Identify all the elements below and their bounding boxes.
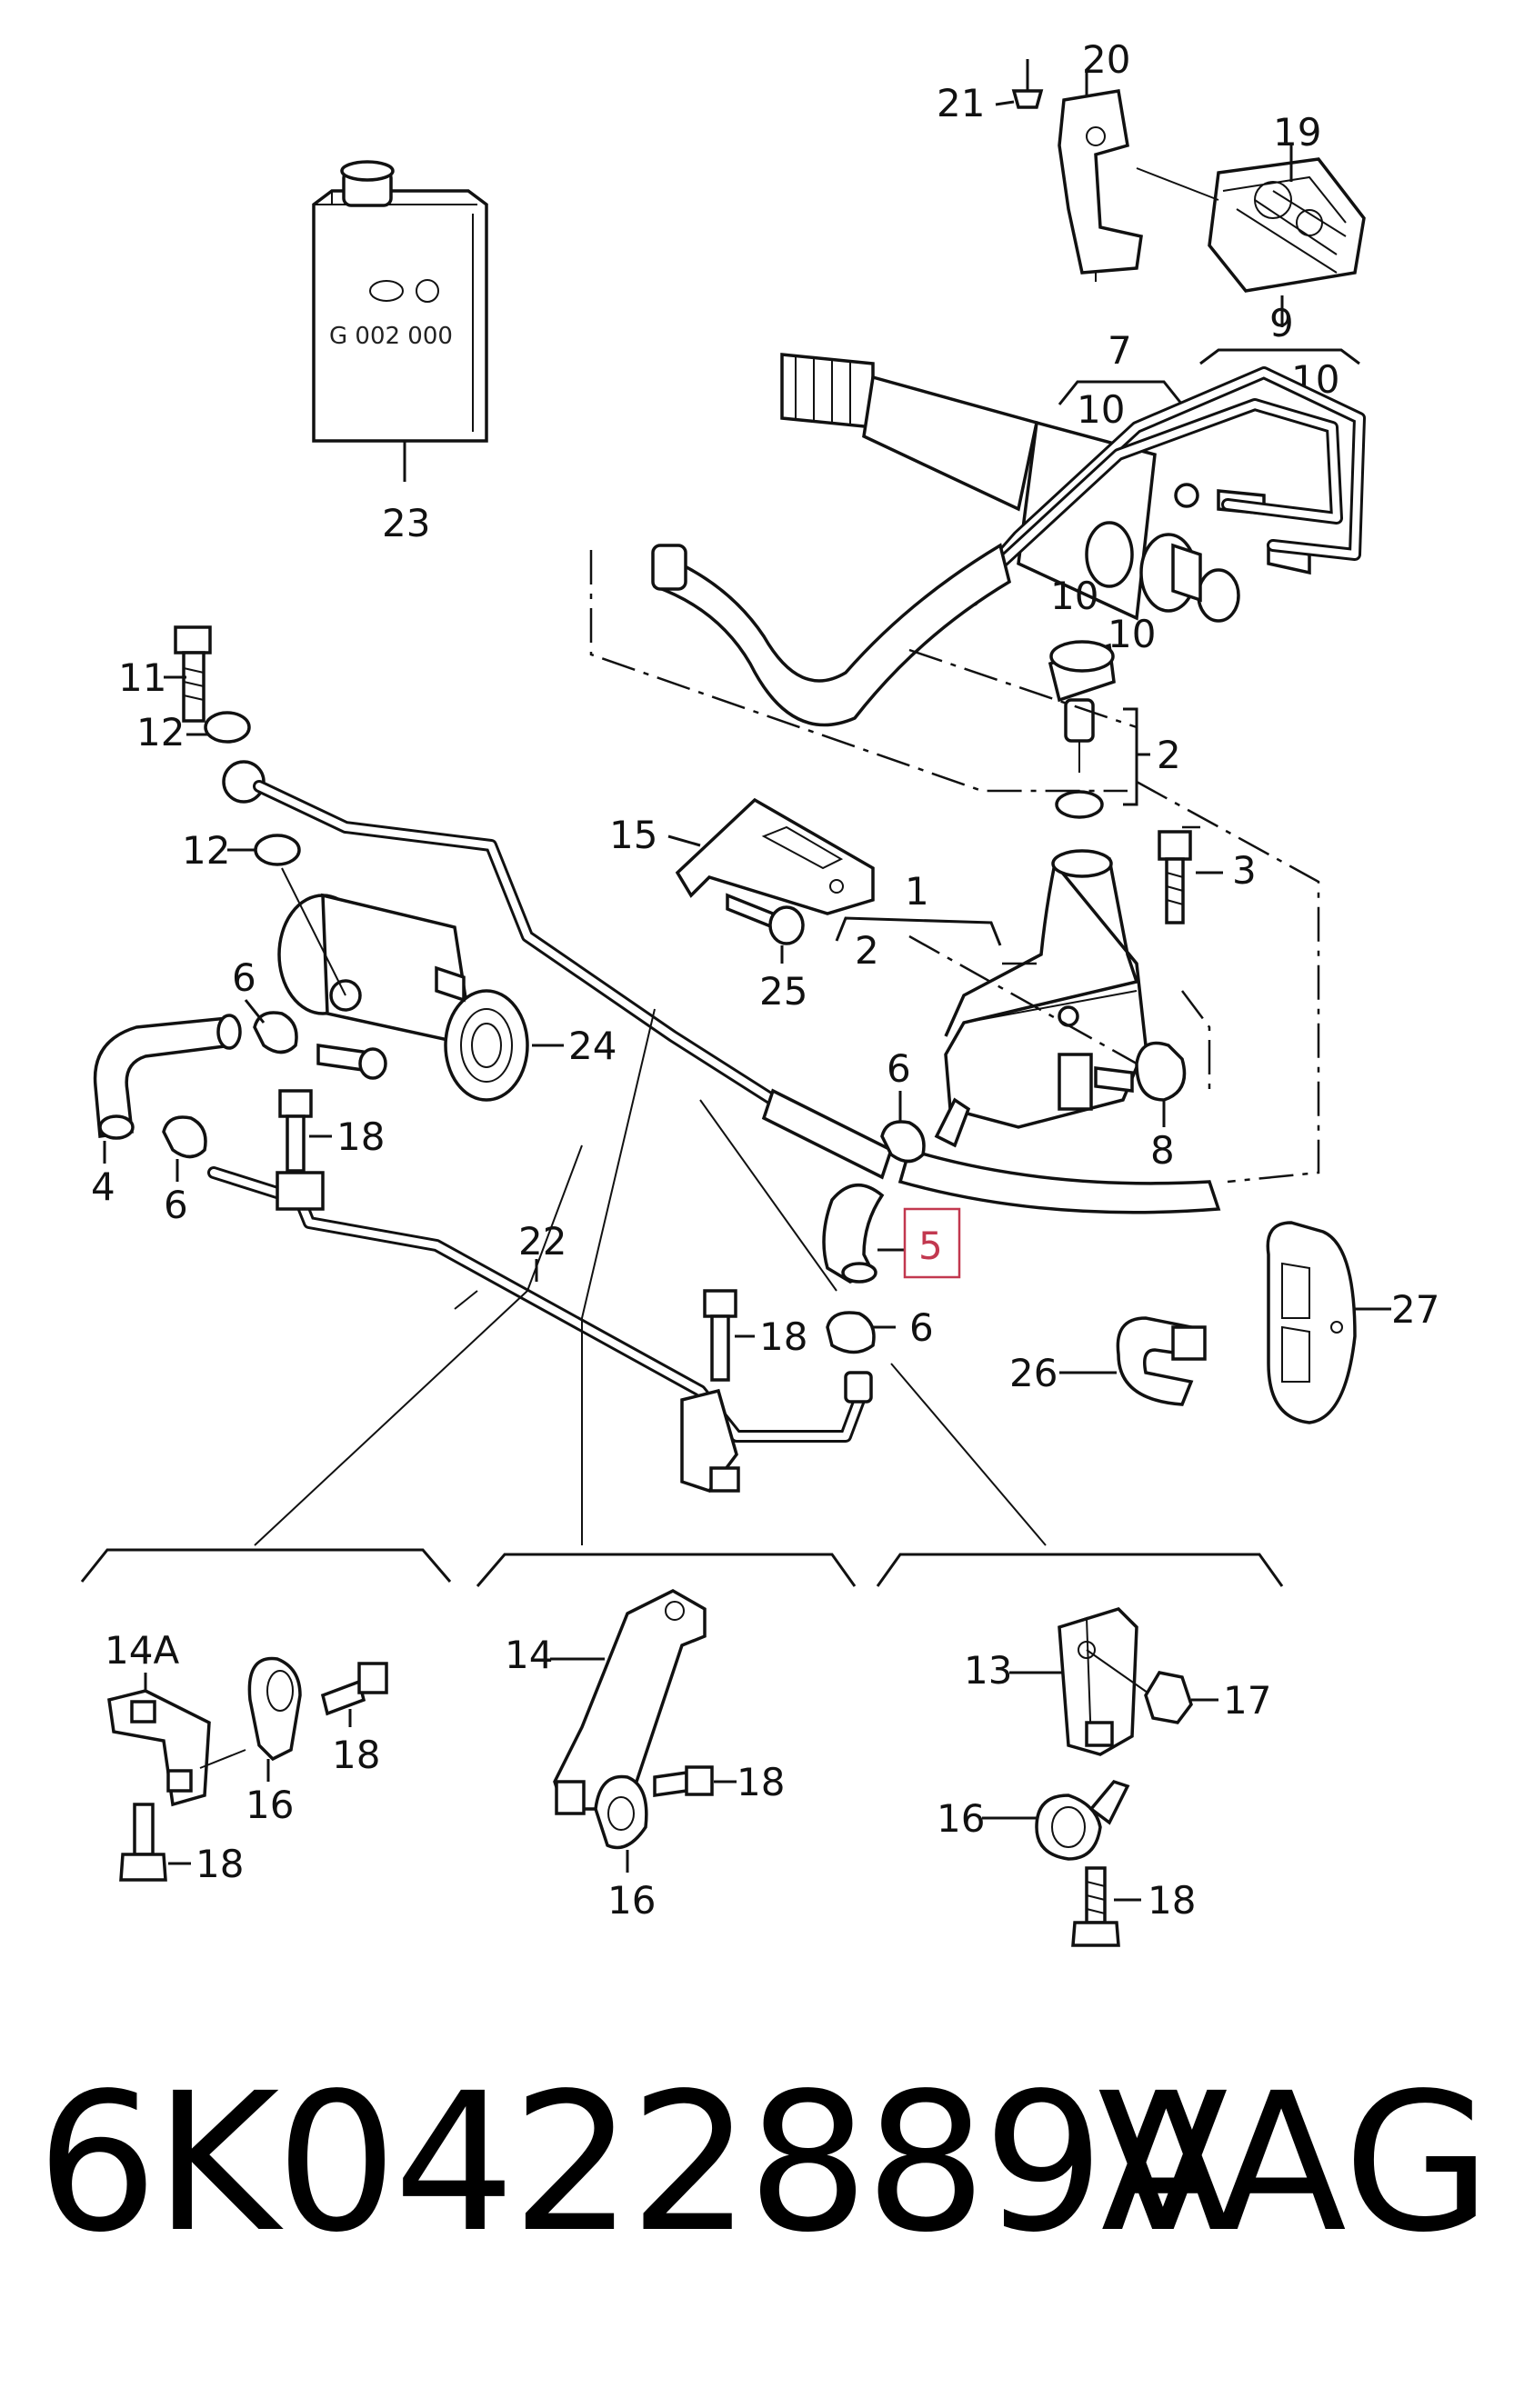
label-2-cap: 2 — [1157, 733, 1181, 777]
clamp-16-right — [1035, 1779, 1130, 1861]
label-18-right: 18 — [1148, 1878, 1196, 1923]
steering-rack — [780, 353, 1311, 623]
label-17: 17 — [1223, 1678, 1271, 1723]
label-18-center: 18 — [759, 1314, 807, 1359]
washer-12-top — [204, 711, 251, 744]
footer: 6K0422889A VAG — [36, 2052, 1491, 2274]
bolt-11 — [174, 625, 212, 723]
bolt-18-left-top — [320, 1662, 388, 1716]
label-26: 26 — [1009, 1351, 1058, 1395]
clamp-16-center — [594, 1774, 648, 1850]
bracket-13 — [1058, 1607, 1138, 1756]
label-18-left-top: 18 — [332, 1733, 380, 1777]
bolt-18-center — [703, 1289, 737, 1382]
nut-17 — [1086, 1649, 1193, 1724]
clip-27 — [1266, 1221, 1357, 1424]
label-16-left: 16 — [246, 1783, 294, 1827]
label-12-top: 12 — [136, 710, 185, 754]
label-1: 1 — [905, 869, 929, 914]
reservoir — [934, 849, 1148, 1148]
label-20: 20 — [1082, 37, 1130, 82]
part-number: 6K0422889A — [36, 2052, 1231, 2274]
label-10-mid-left: 10 — [1050, 574, 1098, 618]
label-11: 11 — [118, 655, 166, 700]
hose-5 — [822, 1183, 885, 1284]
label-21: 21 — [937, 81, 985, 125]
bolt-18-left-bottom — [119, 1803, 167, 1882]
label-19: 19 — [1273, 110, 1321, 155]
label-14: 14 — [505, 1633, 553, 1677]
label-2-reservoir: 2 — [855, 928, 879, 973]
bolt-18-pump — [278, 1089, 313, 1173]
label-4: 4 — [91, 1164, 115, 1209]
label-6-lower-left: 6 — [164, 1183, 188, 1227]
label-3: 3 — [1232, 848, 1257, 893]
clamp-6-upper-left — [253, 1011, 298, 1054]
label-24: 24 — [568, 1024, 617, 1068]
pump-24 — [277, 867, 529, 1102]
label-6-upper-left: 6 — [232, 955, 256, 1000]
label-6-rack: 6 — [887, 1046, 911, 1091]
label-18-center-detail: 18 — [737, 1760, 785, 1804]
clip-26 — [1116, 1316, 1207, 1406]
highlight-box-5 — [903, 1207, 961, 1279]
bolt-18-right — [1071, 1866, 1120, 1947]
label-13: 13 — [964, 1648, 1012, 1693]
clamp-6-lower-center — [826, 1311, 876, 1354]
label-5: 5 — [918, 1224, 943, 1268]
label-9: 9 — [1269, 301, 1294, 345]
label-8: 8 — [1150, 1128, 1175, 1173]
relay-19 — [1136, 145, 1366, 293]
bracket-15 — [675, 797, 875, 915]
label-25: 25 — [759, 969, 807, 1014]
label-10-top-center: 10 — [1077, 387, 1125, 432]
brand-name: VAG — [1098, 2052, 1491, 2274]
washer-12-bottom — [254, 834, 301, 866]
fluid-can: G 002 000 — [312, 160, 488, 482]
can-text: G 002 000 — [329, 323, 453, 350]
label-18-pump: 18 — [336, 1114, 385, 1159]
bracket-14a — [107, 1689, 211, 1807]
clamp-6-lower-left — [162, 1115, 207, 1159]
bolt-25 — [726, 893, 805, 945]
label-27: 27 — [1391, 1287, 1439, 1332]
bracket-20 — [995, 59, 1143, 282]
hose-4 — [93, 1014, 242, 1140]
bolt-18-center-detail — [653, 1765, 714, 1798]
bolt-3 — [1158, 830, 1192, 924]
label-14a: 14A — [105, 1628, 179, 1673]
clamp-16-left — [247, 1656, 302, 1762]
label-10-mid-right: 10 — [1108, 612, 1156, 656]
label-6-lower-center: 6 — [909, 1305, 934, 1350]
label-15: 15 — [609, 813, 657, 857]
label-23: 23 — [382, 501, 430, 545]
label-7: 7 — [1108, 328, 1132, 373]
clamp-6-rack — [880, 1120, 926, 1164]
label-18-left-bottom: 18 — [196, 1842, 244, 1886]
label-12-bottom: 12 — [182, 828, 230, 873]
label-16-right: 16 — [937, 1796, 985, 1841]
clamp-8 — [1135, 1041, 1187, 1102]
label-16-center: 16 — [607, 1878, 656, 1923]
label-22: 22 — [518, 1219, 566, 1264]
